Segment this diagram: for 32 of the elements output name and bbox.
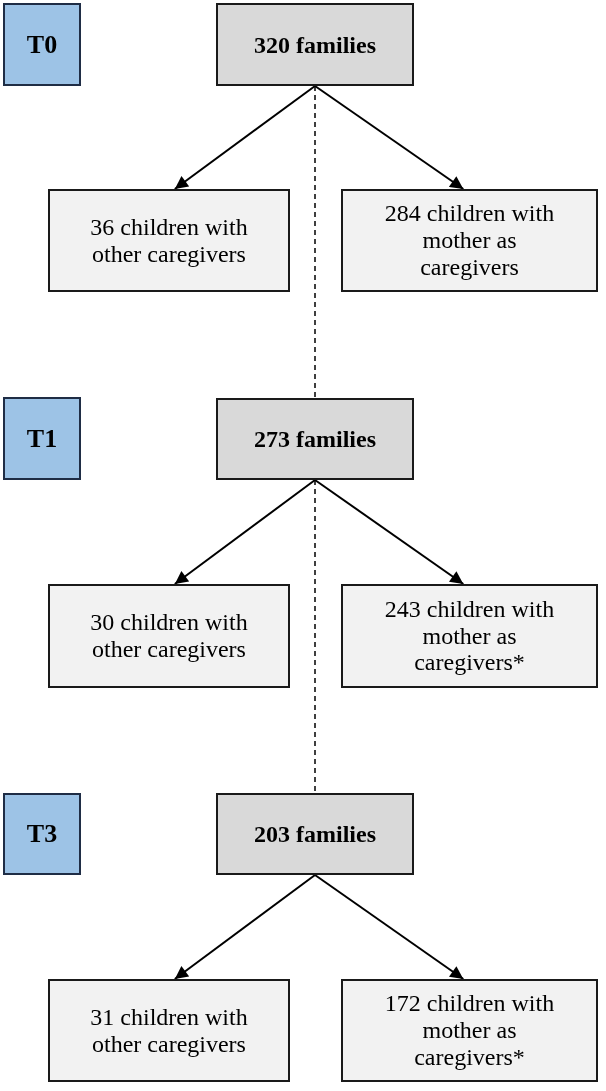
box-label: 203 families [254, 822, 376, 846]
box-label: 172 children with mother as caregivers* [383, 990, 556, 1071]
box-label: 273 families [254, 427, 376, 451]
box-label: 320 families [254, 32, 376, 57]
group-box [48, 979, 290, 1082]
box-label: T0 [26, 31, 58, 58]
arrow [314, 874, 465, 980]
arrow [173, 874, 316, 980]
box-label: 30 children with other caregivers [89, 609, 249, 663]
arrow [314, 85, 465, 190]
box-label: 36 children with other caregivers [89, 213, 249, 268]
box-label: T3 [26, 821, 58, 847]
group-box [341, 584, 598, 688]
cohort-box [216, 793, 414, 875]
box-label: 243 children with mother as caregivers* [383, 595, 556, 677]
arrow [314, 479, 465, 585]
box-label: 31 children with other caregivers [89, 1003, 249, 1058]
cohort-box [216, 398, 414, 480]
cohort-box [216, 3, 414, 86]
group-box [48, 584, 290, 688]
group-box [341, 189, 598, 292]
group-box [48, 189, 290, 292]
box-label: 284 children with mother as caregivers [383, 200, 556, 281]
arrow [173, 85, 316, 190]
arrow [173, 479, 316, 585]
timepoint-box [3, 793, 81, 875]
timepoint-box [3, 3, 81, 86]
dashed-line [314, 479, 316, 794]
timepoint-box [3, 397, 81, 480]
group-box [341, 979, 598, 1082]
box-label: T1 [26, 425, 58, 452]
dashed-line [314, 85, 316, 399]
